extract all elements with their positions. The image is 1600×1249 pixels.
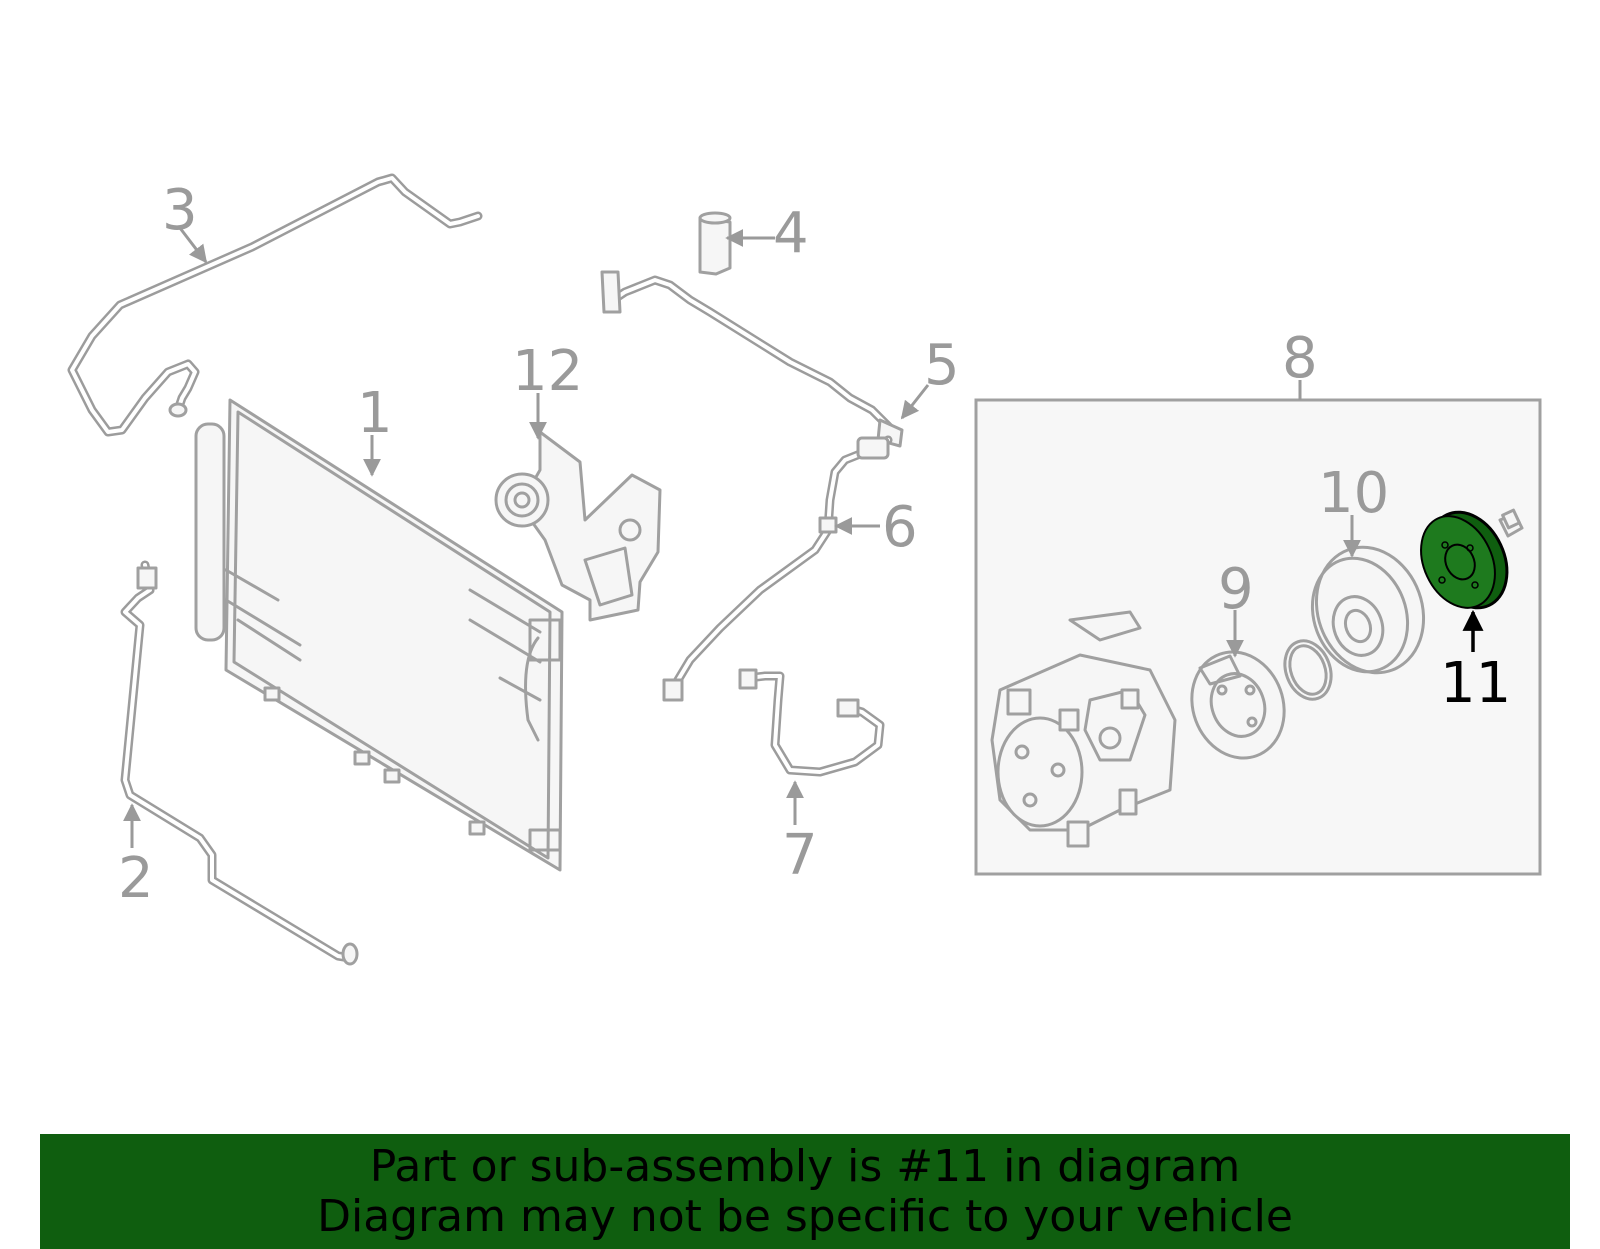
part-9-clutch-coil[interactable] xyxy=(1177,639,1299,771)
banner-line-2: Diagram may not be specific to your vehi… xyxy=(317,1191,1293,1242)
callout-10: 10 xyxy=(1318,461,1389,526)
callout-4: 4 xyxy=(773,201,809,266)
callout-2: 2 xyxy=(118,846,154,911)
callout-7: 7 xyxy=(782,823,818,888)
part-4-cylinder[interactable] xyxy=(698,211,732,276)
part-1-condenser[interactable] xyxy=(194,398,564,872)
snap-ring xyxy=(1283,639,1333,701)
callout-3: 3 xyxy=(162,178,198,243)
part-5-pipe[interactable] xyxy=(600,270,904,448)
callout-6: 6 xyxy=(882,495,918,560)
leader-5 xyxy=(900,384,930,420)
part-2-pipe[interactable] xyxy=(120,560,359,966)
part-11-clutch-plate[interactable] xyxy=(1407,499,1522,620)
callout-8: 8 xyxy=(1282,326,1318,391)
callout-12: 12 xyxy=(512,339,583,404)
part-3-pipe[interactable] xyxy=(67,173,483,437)
callout-1: 1 xyxy=(357,381,393,446)
part-7-pipe[interactable] xyxy=(738,668,885,777)
part-6-pipe[interactable] xyxy=(662,435,893,702)
callout-9: 9 xyxy=(1218,557,1254,622)
banner-line-1: Part or sub-assembly is #11 in diagram xyxy=(369,1141,1241,1192)
compressor-body xyxy=(990,610,1177,848)
clutch-bolt xyxy=(1498,508,1524,538)
callout-5: 5 xyxy=(924,333,960,398)
leader-3 xyxy=(178,227,208,264)
info-banner: Part or sub-assembly is #11 in diagram D… xyxy=(40,1134,1570,1249)
part-10-pulley[interactable] xyxy=(1297,532,1441,688)
callout-11: 11 xyxy=(1440,651,1511,716)
part-12-bracket[interactable] xyxy=(494,430,662,622)
